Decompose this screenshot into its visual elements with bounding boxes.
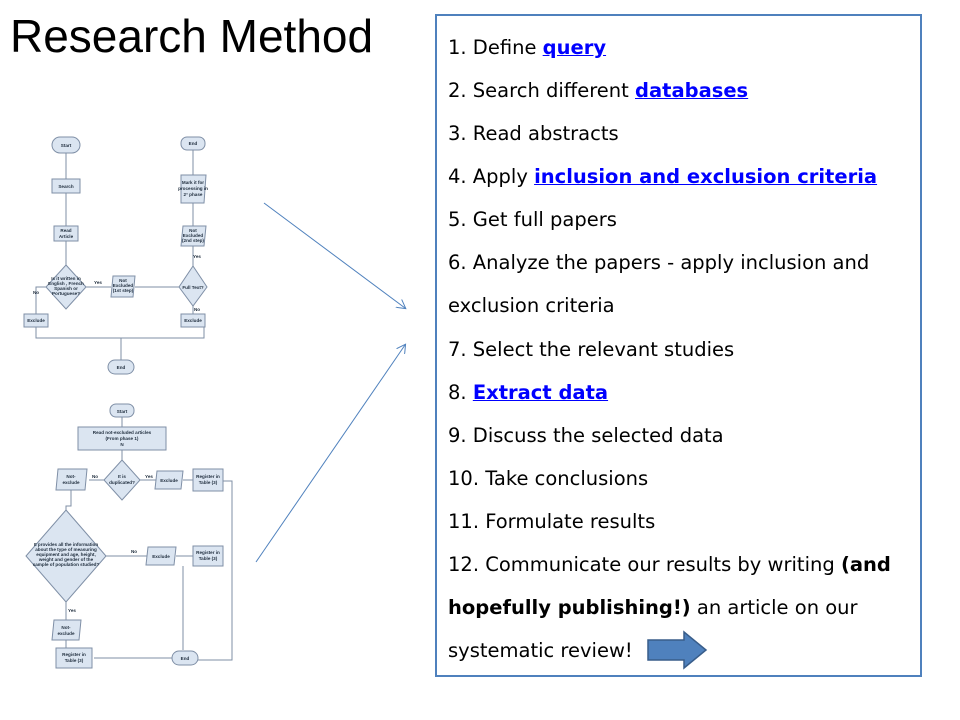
flowchart-diagram: Start Search Read Article Is it written … xyxy=(23,136,233,669)
step-6: 6. Analyze the papers - apply inclusion … xyxy=(448,251,870,274)
flow1-not-excl2-line3: (2nd step) xyxy=(182,238,204,243)
flow2-register-3-line1: Register in xyxy=(62,652,86,657)
step-5: 5. Get full papers xyxy=(448,208,617,231)
step-9: 9. Discuss the selected data xyxy=(448,424,724,447)
flow2-yes: Yes xyxy=(145,474,153,479)
flow2-info-line4: weight and gender of the xyxy=(38,557,94,562)
flow2-read-line1: Read not-excluded articles xyxy=(93,430,152,435)
step-11: 11. Formulate results xyxy=(448,510,656,533)
step-2: 2. Search different databases xyxy=(448,79,749,102)
flow2-yes-2: Yes xyxy=(68,608,76,613)
flow1-not-excl1-line2: Excluded xyxy=(113,283,134,288)
flow1-full-text: Full Text? xyxy=(182,285,204,290)
slide-title: Research Method xyxy=(10,10,374,62)
flow2-dup-line1: It is xyxy=(118,474,126,479)
right-arrow-icon[interactable] xyxy=(646,630,708,670)
step-10: 10. Take conclusions xyxy=(448,467,649,490)
flow1-lang-line1: Is it written in xyxy=(51,276,81,281)
flow1-exclude-left: Exclude xyxy=(27,318,45,323)
link-inclusion-exclusion-criteria[interactable]: inclusion and exclusion criteria xyxy=(534,165,878,188)
flow2-start: Start xyxy=(117,409,128,414)
link-query[interactable]: query xyxy=(542,36,607,59)
steps-panel: 1. Define query 2. Search different data… xyxy=(435,14,922,677)
flow1-lang-line4: Portuguese? xyxy=(52,291,80,296)
flow2-info-line5: sample of population studied? xyxy=(33,562,100,567)
flow1-start: Start xyxy=(61,143,72,148)
flow1-read-line1: Read xyxy=(60,228,71,233)
step-12: 12. Communicate our results by writing (… xyxy=(448,553,891,576)
flow1-no-2: No xyxy=(194,307,200,312)
flow2-register-1-line1: Register in xyxy=(196,474,220,479)
flow1-mark-line2: processing in xyxy=(178,186,208,191)
flow1-not-excl2-line1: Not xyxy=(189,228,197,233)
flow1-end: End xyxy=(189,141,198,146)
flow2-not-exclude-1-line2: exclude xyxy=(62,480,80,485)
step-7: 7. Select the relevant studies xyxy=(448,338,735,361)
flow1-lang-line3: Spanish or xyxy=(54,286,78,291)
step-3: 3. Read abstracts xyxy=(448,122,619,145)
step-12-continued: hopefully publishing!) an article on our xyxy=(448,596,858,619)
flow2-dup-line2: duplicated? xyxy=(109,480,135,485)
flow1-search: Search xyxy=(58,184,74,189)
flow2-not-exclude-2-line1: Not- xyxy=(61,625,71,630)
flow1-yes: Yes xyxy=(94,280,102,285)
flow1-not-excl2-line2: Excluded xyxy=(183,233,204,238)
arrow-bottom-connector xyxy=(255,345,405,563)
flow2-register-2-line1: Register in xyxy=(196,550,220,555)
flow2-no-2: No xyxy=(131,549,137,554)
flow1-not-excl1-line3: (1st step) xyxy=(113,288,134,293)
step-1: 1. Define query xyxy=(448,36,607,59)
step-12-end: systematic review! xyxy=(448,639,633,662)
connector-arrows xyxy=(255,202,420,563)
flow1-lang-line2: English , French xyxy=(48,281,84,286)
flow1-read-line2: Article xyxy=(59,234,74,239)
step-8: 8. Extract data xyxy=(448,381,609,404)
flow1-yes-2: Yes xyxy=(193,254,201,259)
link-extract-data[interactable]: Extract data xyxy=(472,381,609,404)
flow1-end-2: End xyxy=(117,365,126,370)
flow2-info-line3: equipment and age, height, xyxy=(36,552,95,557)
flow2-not-exclude-2-line2: exclude xyxy=(57,631,75,636)
flow1-mark-line1: Mark it for xyxy=(182,180,204,185)
flow2-register-3-line2: Table (3) xyxy=(65,658,84,663)
flow2-exclude-2: Exclude xyxy=(152,554,170,559)
flow2-read-line3: N xyxy=(120,442,124,447)
step-4: 4. Apply inclusion and exclusion criteri… xyxy=(448,165,878,188)
flow1-exclude-right: Exclude xyxy=(184,318,202,323)
link-databases[interactable]: databases xyxy=(635,79,749,102)
flow2-info-line1: It provides all the information xyxy=(34,542,99,547)
flow2-exclude-1: Exclude xyxy=(160,478,178,483)
flow2-read-line2: (From phase 1) xyxy=(106,436,139,441)
flow2-end: End xyxy=(181,656,190,661)
flow2-register-1-line2: Table (3) xyxy=(199,480,218,485)
flow2-not-exclude-1-line1: Not- xyxy=(66,474,76,479)
step-6-continued: exclusion criteria xyxy=(448,294,615,317)
flow2-register-2-line2: Table (3) xyxy=(199,556,218,561)
arrow-top-connector xyxy=(263,202,405,308)
flow2-no: No xyxy=(92,474,98,479)
flow1-no: No xyxy=(33,290,39,295)
flow2-info-line2: about the type of measuring xyxy=(35,547,97,552)
flow1-not-excl1-line1: Not xyxy=(119,278,127,283)
flow1-mark-line3: 2° phase xyxy=(184,192,203,197)
